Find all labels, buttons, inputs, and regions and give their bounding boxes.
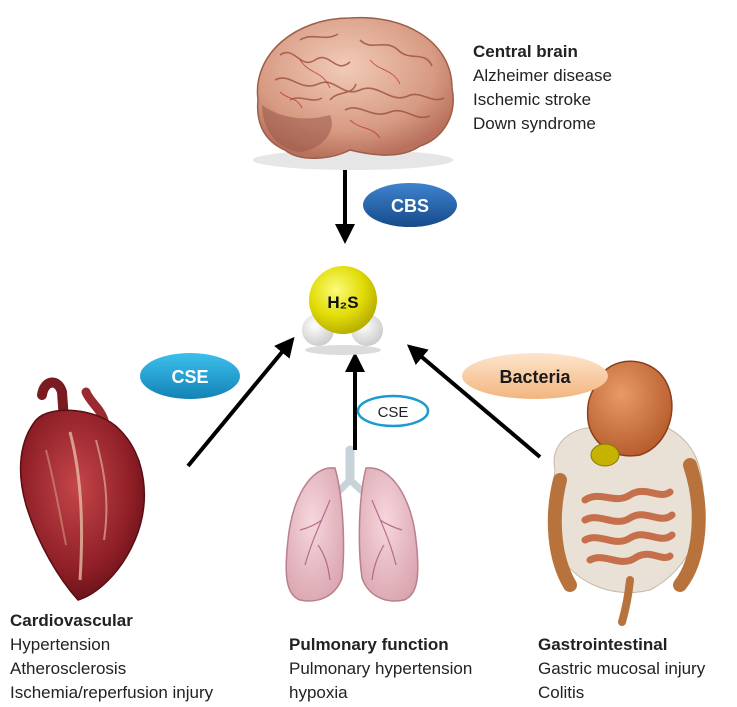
- brain-item: Down syndrome: [473, 112, 612, 136]
- pulmonary-item: Pulmonary hypertension: [289, 657, 472, 681]
- gastrointestinal-item: Gastric mucosal injury: [538, 657, 705, 681]
- bacteria-pill: Bacteria: [462, 353, 608, 399]
- gastrointestinal-text-block: Gastrointestinal Gastric mucosal injury …: [538, 633, 705, 705]
- brain-text-block: Central brain Alzheimer disease Ischemic…: [473, 40, 612, 136]
- brain-title: Central brain: [473, 40, 612, 64]
- h2s-label: H₂S: [327, 293, 358, 312]
- cardiovascular-item: Ischemia/reperfusion injury: [10, 681, 213, 705]
- cse-pill-heart: CSE: [140, 353, 240, 399]
- brain-item: Ischemic stroke: [473, 88, 612, 112]
- brain-illustration: [253, 18, 453, 170]
- cardiovascular-text-block: Cardiovascular Hypertension Atherosclero…: [10, 609, 213, 705]
- cse-heart-label: CSE: [171, 367, 208, 387]
- pulmonary-text-block: Pulmonary function Pulmonary hypertensio…: [289, 633, 472, 705]
- cbs-label: CBS: [391, 196, 429, 216]
- pulmonary-item: hypoxia: [289, 681, 472, 705]
- cardiovascular-item: Hypertension: [10, 633, 213, 657]
- bacteria-label: Bacteria: [499, 367, 571, 387]
- heart-illustration: [21, 383, 145, 600]
- cse-lung-label: CSE: [378, 404, 409, 421]
- brain-item: Alzheimer disease: [473, 64, 612, 88]
- cardiovascular-item: Atherosclerosis: [10, 657, 213, 681]
- cardiovascular-title: Cardiovascular: [10, 609, 213, 633]
- gastrointestinal-illustration: [552, 361, 704, 622]
- gastrointestinal-item: Colitis: [538, 681, 705, 705]
- cse-pill-lung: CSE: [358, 396, 428, 426]
- h2s-molecule: H₂S: [302, 266, 383, 355]
- pulmonary-title: Pulmonary function: [289, 633, 472, 657]
- lungs-illustration: [286, 450, 418, 601]
- cbs-pill: CBS: [363, 183, 457, 227]
- gastrointestinal-title: Gastrointestinal: [538, 633, 705, 657]
